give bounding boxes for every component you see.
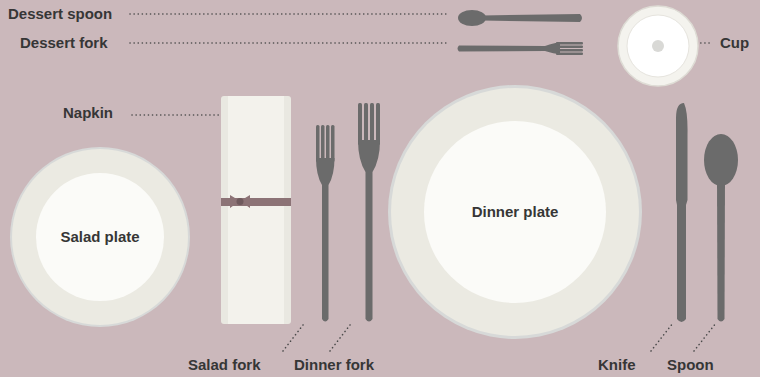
leader-line: [283, 325, 303, 351]
part-label: Knife: [598, 356, 636, 374]
plate-ring: [10, 147, 190, 327]
plate-label: Salad plate: [60, 228, 139, 246]
plate-ring: [424, 121, 606, 303]
fork-tine: [370, 103, 374, 145]
fork-tine: [326, 125, 330, 162]
part-label: Cup: [720, 34, 749, 52]
part-label: Dessert fork: [20, 34, 108, 52]
salad-fork: [316, 125, 335, 322]
fork-tine: [316, 125, 320, 162]
part-label: Dessert spoon: [8, 5, 112, 23]
leader-line: [694, 323, 716, 351]
spoon-bowl: [458, 10, 486, 26]
napkin-knot: [237, 198, 244, 205]
fork-tine: [364, 103, 368, 145]
napkin-body: [221, 96, 291, 324]
dessert-spoon: [458, 10, 582, 26]
leader-line: [130, 42, 448, 44]
fork-tine: [556, 46, 583, 49]
dinner-fork: [358, 103, 380, 322]
fork-tine: [321, 125, 325, 162]
napkin: [221, 96, 291, 324]
spoon-bowl: [704, 134, 738, 186]
cup-center: [652, 40, 664, 52]
cup: [618, 6, 698, 86]
knife: [676, 103, 688, 322]
plate-ring: [391, 88, 639, 336]
fork-handle: [316, 158, 335, 322]
napkin-fold: [228, 96, 284, 324]
spoon: [704, 134, 738, 322]
fork-tine: [331, 125, 335, 162]
leader-line: [330, 325, 350, 351]
fork-tine: [556, 53, 583, 56]
part-label: Salad fork: [188, 356, 261, 374]
saucer: [618, 6, 698, 86]
fork-tine: [358, 103, 362, 145]
fork-tine: [376, 103, 380, 145]
fork-handle: [358, 140, 380, 322]
leader-line: [132, 114, 232, 116]
plate-center: Salad plate: [10, 147, 190, 327]
plate-label: Dinner plate: [472, 203, 559, 221]
dinner-plate: Dinner plate: [388, 85, 642, 339]
fork-tine: [556, 49, 583, 52]
part-label: Spoon: [667, 356, 714, 374]
part-label: Napkin: [63, 104, 113, 122]
spoon-handle: [717, 180, 725, 322]
leader-line: [130, 13, 448, 15]
cup-rim: [627, 15, 689, 77]
fork-handle: [458, 42, 561, 54]
plate-ring: [36, 173, 164, 301]
spoon-handle: [482, 14, 582, 22]
leader-line: [651, 323, 673, 351]
plate-center: Dinner plate: [388, 85, 642, 339]
dessert-fork: [458, 42, 584, 55]
cutlery: [316, 10, 738, 322]
fork-tine: [556, 42, 583, 45]
plate-ring: [12, 149, 188, 325]
part-label: Dinner fork: [294, 356, 374, 374]
salad-plate: Salad plate: [10, 147, 190, 327]
plate-ring: [388, 85, 642, 339]
napkin-bow: [230, 195, 250, 208]
